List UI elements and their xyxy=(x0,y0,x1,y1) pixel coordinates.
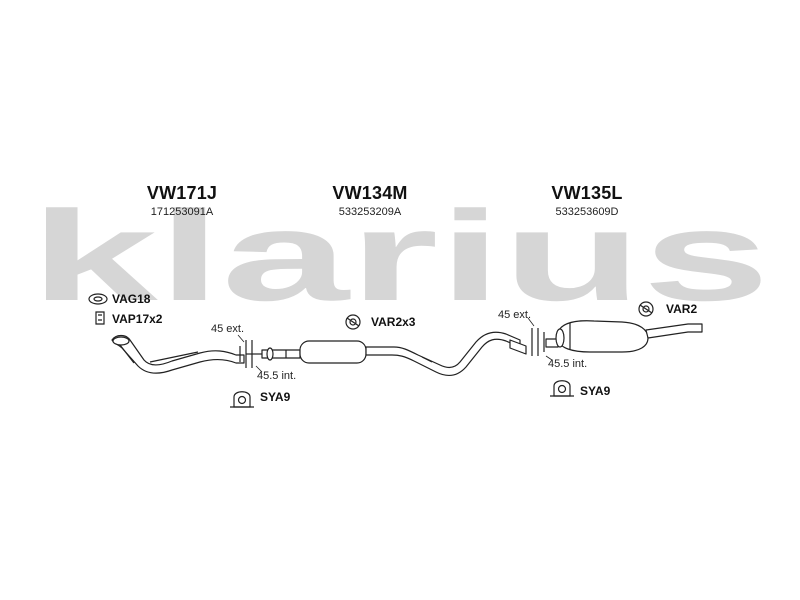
rubber-hanger-icon xyxy=(345,314,361,330)
fitting-label-sya-left: SYA9 xyxy=(260,390,291,404)
leader-line xyxy=(237,334,245,343)
fitting-label-vag: VAG18 xyxy=(112,292,151,306)
part-code-rear-silencer: VW135L xyxy=(551,183,623,203)
rear-silencer xyxy=(545,320,703,353)
clamp-icon xyxy=(230,391,254,408)
gasket-icon xyxy=(88,293,108,305)
oem-number-rear-silencer: 533253609D xyxy=(555,206,619,218)
joint-left-ext: 45 ext. xyxy=(211,323,245,335)
rubber-hanger-icon xyxy=(638,301,654,317)
joint-left-int: 45.5 int. xyxy=(257,370,297,382)
joint-clamp-right xyxy=(531,328,545,356)
clamp-icon xyxy=(550,380,574,397)
oem-number-center-silencer: 533253209A xyxy=(338,206,402,218)
joint-right-int: 45.5 int. xyxy=(548,358,588,370)
fitting-label-var-center: VAR2x3 xyxy=(371,315,416,329)
joint-clamp-left xyxy=(239,340,262,368)
leader-line xyxy=(545,355,553,361)
oem-number-front-pipe: 171253091A xyxy=(150,206,214,218)
part-code-center-silencer: VW134M xyxy=(332,183,408,203)
part-code-front-pipe: VW171J xyxy=(146,183,218,203)
fitting-label-vap: VAP17x2 xyxy=(112,312,163,326)
bracket-icon xyxy=(95,311,105,325)
fitting-label-sya-right: SYA9 xyxy=(580,384,611,398)
leader-line xyxy=(527,317,535,327)
center-silencer xyxy=(261,331,527,377)
front-pipe xyxy=(111,334,245,374)
leader-line xyxy=(255,365,263,373)
fitting-label-var-right: VAR2 xyxy=(666,302,698,316)
joint-right-ext: 45 ext. xyxy=(498,309,532,321)
manifold-flange xyxy=(112,336,130,346)
